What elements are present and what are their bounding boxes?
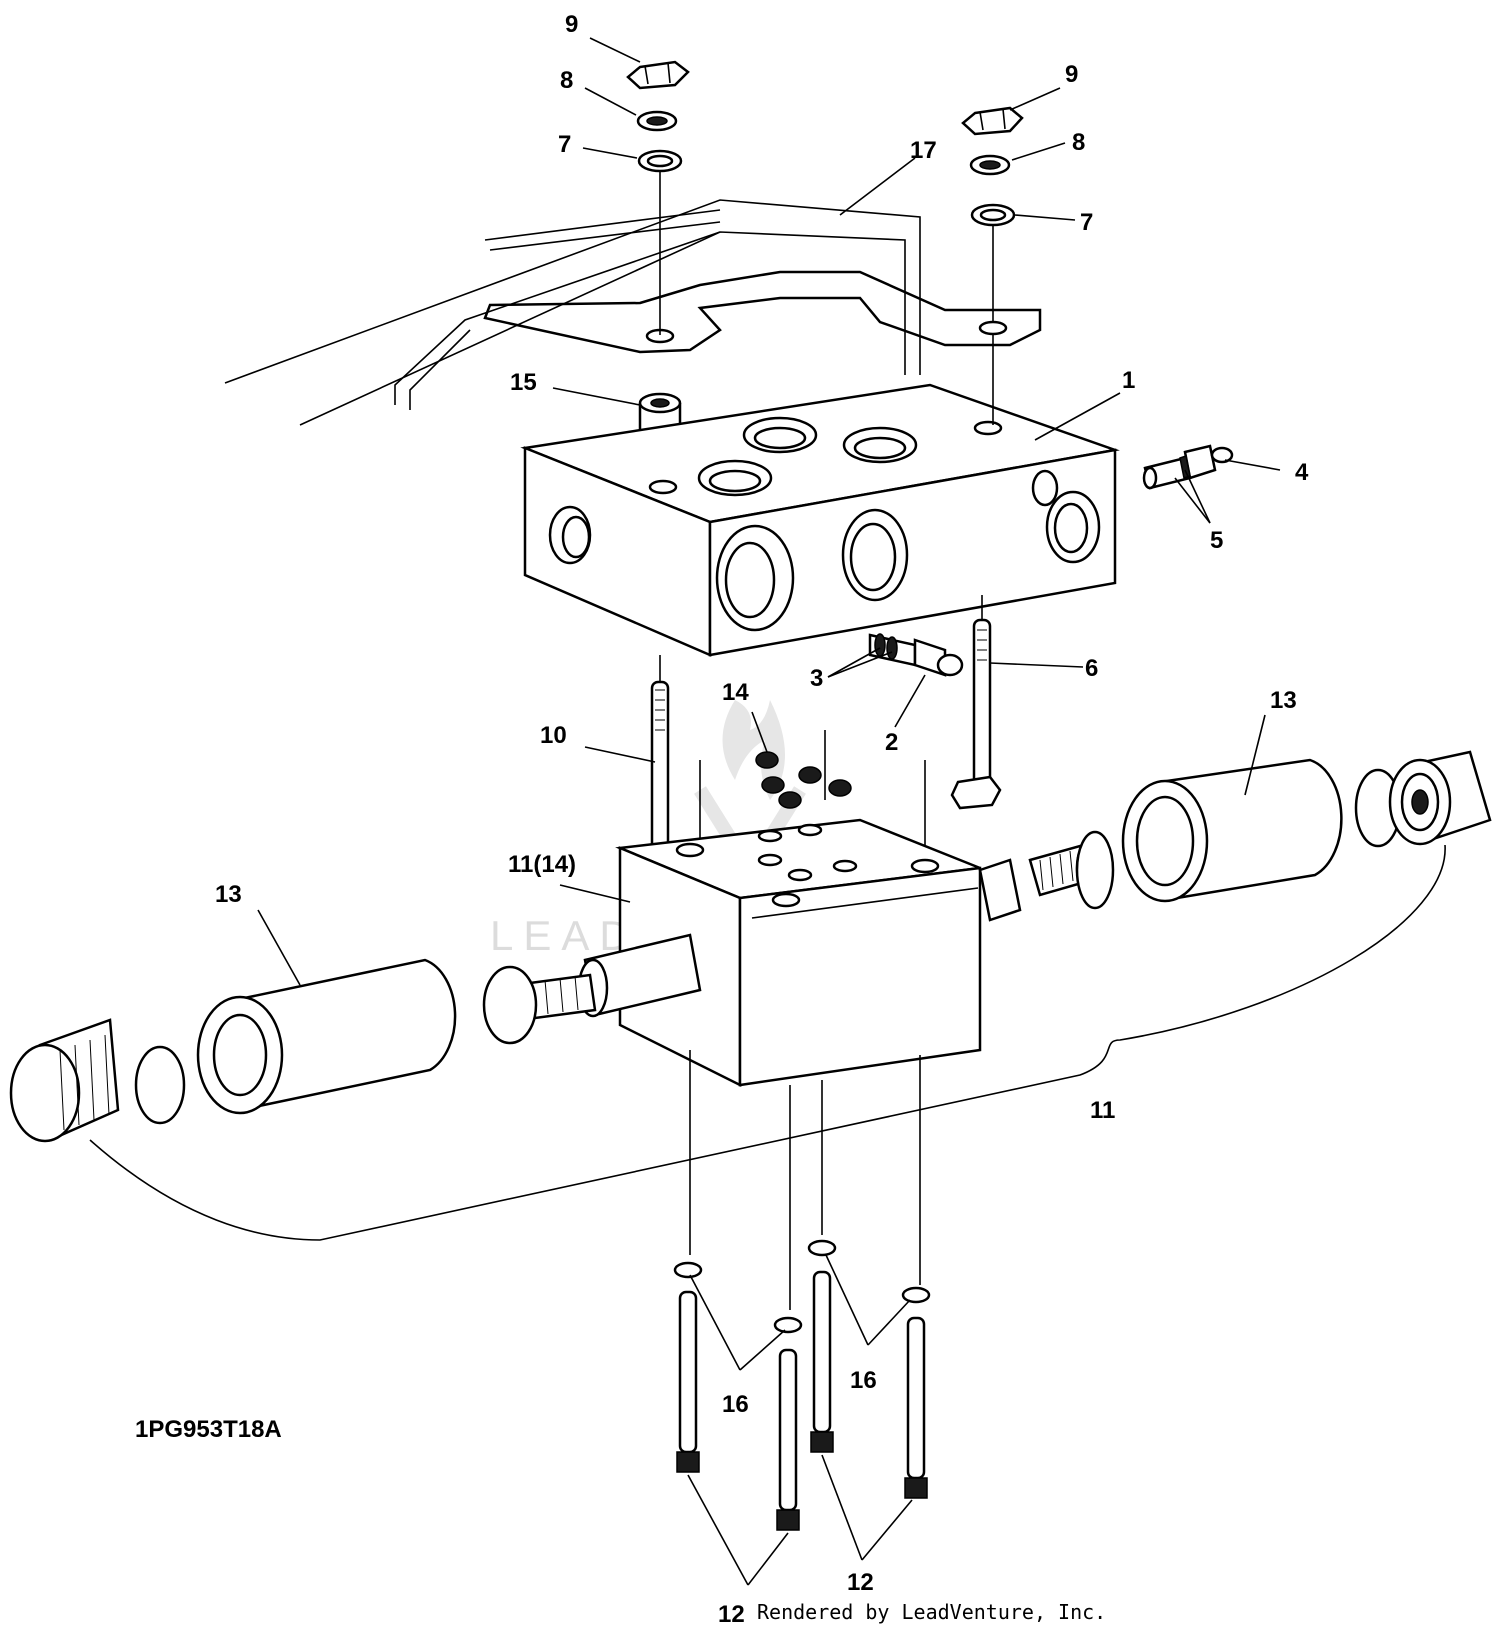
callout-11-14: 11(14) — [508, 851, 576, 878]
callout-13-right: 13 — [1270, 687, 1297, 714]
callout-10: 10 — [540, 722, 567, 749]
callout-15: 15 — [510, 369, 537, 396]
callout-16-left: 16 — [722, 1391, 749, 1418]
right-hardware-stack — [961, 106, 1024, 425]
callout-9-right: 9 — [1065, 61, 1078, 88]
cap-screw-6 — [950, 595, 1002, 810]
callout-16-right: 16 — [850, 1367, 877, 1394]
callout-labels: 9 8 7 9 8 7 17 15 1 4 5 6 3 2 14 10 11(1… — [215, 11, 1309, 1628]
left-hardware-stack — [626, 60, 690, 335]
callout-17: 17 — [910, 137, 937, 164]
lower-cap-screws-12 — [673, 1050, 931, 1531]
plugs-14 — [699, 730, 926, 850]
callout-6: 6 — [1085, 655, 1098, 682]
callout-13-left: 13 — [215, 881, 242, 908]
callout-12-left: 12 — [718, 1601, 745, 1628]
callout-4: 4 — [1295, 459, 1309, 486]
callout-5: 5 — [1210, 527, 1223, 554]
callout-3: 3 — [810, 665, 823, 692]
callout-12-right: 12 — [847, 1569, 874, 1596]
callout-8-right: 8 — [1072, 129, 1085, 156]
pressure-switch-4 — [1142, 444, 1234, 490]
render-credit: Rendered by LeadVenture, Inc. — [757, 1600, 1106, 1624]
right-filter-assembly — [978, 750, 1492, 922]
callout-7-left: 7 — [558, 131, 571, 158]
lower-filter-block — [615, 818, 982, 1088]
leader-curve-11 — [89, 844, 1446, 1241]
leader-lines — [257, 37, 1281, 1586]
callout-8-left: 8 — [560, 67, 573, 94]
callout-2: 2 — [885, 729, 898, 756]
left-filter-assembly — [9, 933, 702, 1143]
callout-9-left: 9 — [565, 11, 578, 38]
callout-1: 1 — [1122, 367, 1135, 394]
upper-valve-block — [520, 383, 1120, 657]
mounting-bracket — [224, 199, 1042, 426]
callout-11: 11 — [1090, 1097, 1115, 1124]
callout-7-right: 7 — [1080, 209, 1093, 236]
callout-14: 14 — [722, 679, 749, 706]
figure-id: 1PG953T18A — [135, 1416, 282, 1443]
